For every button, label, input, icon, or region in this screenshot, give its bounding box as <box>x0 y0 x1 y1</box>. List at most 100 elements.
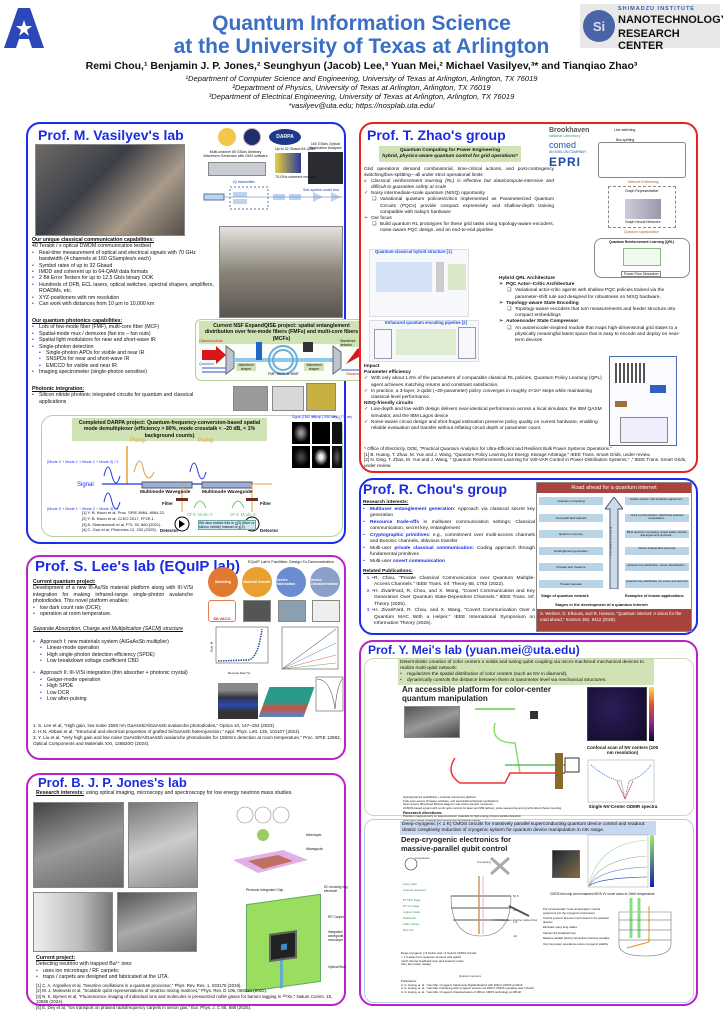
list-item: dynamically controls the distance betwee… <box>400 678 652 684</box>
cryostat-label: copper braids <box>403 910 420 914</box>
list-item: Lots of few-mode fiber (FMF), multi-core… <box>32 324 197 331</box>
quantum-capabilities: Our quantum photonics capabilities: Lots… <box>32 318 197 376</box>
panel-title: Prof. B. J. P. Jones's lab <box>38 775 187 790</box>
filter-label-2: Filter <box>260 501 272 506</box>
publication: A. G. Huang, et. al., Yuan Mei, Interfac… <box>401 986 535 990</box>
chip-label: Optical fiber <box>328 965 347 969</box>
pqc-block <box>376 262 432 292</box>
cleanroom-photo <box>33 892 113 952</box>
stage-label: Stage of quantum network <box>541 594 589 598</box>
list-item: SNSPDs for near and short-wave IR <box>32 356 197 363</box>
reference: [2] Y. B. Kwon et al, CLEO 2017, FF2E.1. <box>82 515 156 521</box>
mei-lab-panel: Prof. Y. Mei's lab (yuan.mei@uta.edu) De… <box>359 640 698 1006</box>
list-item: Low breakdown voltage coefficient CBD <box>33 658 193 665</box>
subheading: NISQ-friendly circuits <box>364 401 414 407</box>
list-item: regularizes the spatial distribution of … <box>400 672 652 678</box>
chip-label: Microlayer <box>306 833 322 837</box>
publication: H. ZivariFard, R. Chou, and X. Wang, "Co… <box>372 608 535 628</box>
flow-label: Line switching <box>614 128 636 132</box>
chip-label: Integrated waveguide, monolayer <box>328 930 345 942</box>
waveguide-label-1: Multimode Waveguide <box>140 490 191 495</box>
list-item: Low DCR <box>33 690 193 697</box>
known-application: Device independent protocols <box>625 546 689 555</box>
measure-block <box>436 262 444 292</box>
setup-photo <box>404 706 460 738</box>
hybrid-structure-figure: Quantum-classical hybrid structure [1] <box>369 249 469 317</box>
reference: * Office of Electricity, DOE, "Practical… <box>364 446 612 451</box>
flow-label: Graph Representation <box>625 189 659 193</box>
list-item: Low-depth and low-width design delivers … <box>364 407 608 419</box>
reference: [2] N. Ding, T. Zhao, M. Yue and J. Wang… <box>364 457 687 468</box>
signal-label: Signal <box>77 482 94 488</box>
noise-plot <box>281 626 339 670</box>
gain-plot <box>215 626 269 664</box>
awg-label: Multi-channel 65 GSa/s Arbitrary Wavefor… <box>203 150 268 158</box>
lee-lab-panel: Prof. S. Lee's lab (EQuIP lab) Current q… <box>26 555 346 760</box>
approach-2: Approach II: III-V/Si integration (thin … <box>33 670 193 677</box>
reference: [1] B. Huang, T. Zhao, M. Yue and J. Wan… <box>364 451 651 457</box>
known-application: Leader election, fast byzantine agreemen… <box>625 497 689 505</box>
note: Deep-cryogenic (<4 Kelvin and <1 Kelvin)… <box>401 951 477 955</box>
cryostat-label: mK <box>513 934 518 938</box>
section-heading: Hybrid QRL Architecture <box>499 276 555 281</box>
list-item: Noise-aware circuit design and shot-frug… <box>364 420 608 432</box>
classical-capabilities: Our unique classical communication capab… <box>32 237 217 308</box>
publication: H. ZivariFard, R. Chou, and X. Wang, "Co… <box>372 589 535 609</box>
group-photo <box>219 226 343 318</box>
list-item: High SPDE <box>33 683 193 690</box>
nsf-quantum-in: Quantum <box>199 362 214 366</box>
sfg-label-1: SFG Mode 0 <box>187 512 213 517</box>
reference: [3] N. K. Byrnes et al, "Fluorescence im… <box>36 993 333 1005</box>
network-stage: Trusted repeater <box>539 579 603 588</box>
nanotech-logo: Si SHIMADZU INSTITUTE NANOTECHNOLOGY RES… <box>580 4 723 52</box>
known-application: Quantum key distribution, secure identif… <box>625 563 689 571</box>
apps-label: Examples of known applications <box>625 594 684 598</box>
qam-label: Up to 32 Gbaud 64-QAM <box>275 147 315 151</box>
detector-label-2: Detector <box>260 528 279 533</box>
cryostat-label: 50 K <box>513 894 519 898</box>
cryo-section: Deep-cryogenic (< 1 K) CMOS circuits for… <box>364 819 694 1003</box>
chip-label: RF Carpet <box>328 915 344 919</box>
list-item: traps / carpets are designed and fabrica… <box>36 974 206 981</box>
list-item: With only about 1.6% of the parameters o… <box>364 376 608 388</box>
list-item: Linear-mode operation <box>33 645 193 652</box>
cryostat-label: Computing <box>477 860 491 864</box>
cryostat-label: bulkheads <box>403 916 416 920</box>
cryo-banner: Deep-cryogenic (< 1 K) CMOS circuits for… <box>400 821 656 835</box>
publication: R. Chou, "Private Classical Communicatio… <box>372 576 535 589</box>
keyword: covert communication <box>392 558 446 564</box>
img-pump-label: Pump (1960 nm) <box>313 415 337 419</box>
chou-interests: Research interests: Multiuser entangleme… <box>363 500 535 628</box>
approach-1: Approach I: new materials system (AlGaAs… <box>33 639 193 646</box>
cryostat-label: PT 50 K stage <box>403 898 421 902</box>
cmos-caption: CMOS test chip and measured MOS I/V curv… <box>550 892 655 896</box>
list-item: Spatial light modulators for near and sh… <box>32 337 197 344</box>
odmr-plot <box>587 759 655 803</box>
list-item: Variational quantum policies/critics imp… <box>364 197 554 215</box>
grid-nodes <box>615 363 645 383</box>
research-heading: Research directions: <box>403 810 443 816</box>
nsf-classical-in: Classical pilots <box>199 339 223 343</box>
oma-label: 160 GSa/s Optical Modulation Analyzer <box>309 142 342 150</box>
bus-diagram <box>598 142 686 178</box>
panel-title: Prof. T. Zhao's group <box>367 127 506 143</box>
jones-references: [1] C. A. Argüelles et al, "Neutrino osc… <box>36 983 341 1010</box>
publication: A. G. Huang, et. al., Yuan Mei, Cryogeni… <box>401 989 522 994</box>
fab-photo <box>278 600 306 622</box>
note: Open-source 3D-printed Piezo/a stage for… <box>403 802 494 807</box>
list-item: EMCCD for visible and near IR <box>32 363 197 370</box>
list-item: High single-photon detection efficiency … <box>33 652 193 659</box>
platform-heading: An accessible platform for color-center … <box>402 685 551 703</box>
roadmap-title: Road ahead for a quantum internet <box>537 483 691 493</box>
zhao-impact: Impact Parameter efficiency With only ab… <box>364 364 608 432</box>
iv-curve-plot <box>587 834 654 888</box>
note: Very low power design <box>401 962 432 967</box>
list-item: Multiuser entanglement generation: Appro… <box>363 507 535 520</box>
encoder-net <box>374 329 392 359</box>
network-stage: Quantum memory <box>539 530 603 538</box>
darpa-schematic <box>102 446 272 532</box>
note: Shorten the feedback loop <box>543 930 576 935</box>
flow-label: Quantum superposition <box>624 230 660 234</box>
figure-caption: Quantum-classical hybrid structure [1] <box>375 249 452 254</box>
